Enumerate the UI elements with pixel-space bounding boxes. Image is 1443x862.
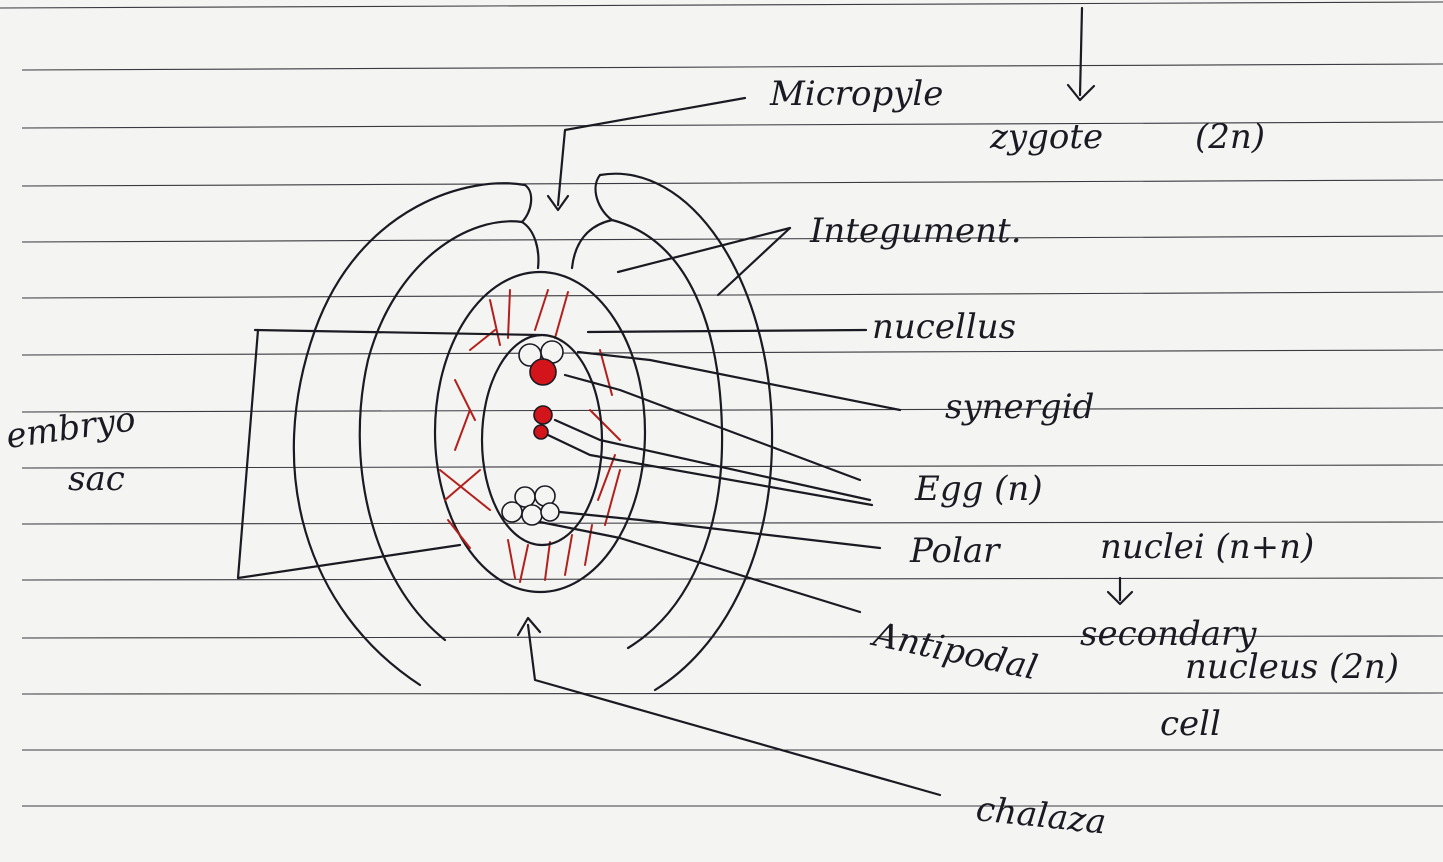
label-embryo: embryo (4, 399, 138, 457)
label-secondary-nucleus: nucleus (2n) (1185, 647, 1399, 687)
label-sac: sac (68, 459, 125, 499)
label-cell: cell (1160, 704, 1221, 744)
label-integument: Integument. (809, 211, 1022, 251)
label-chalaza: chalaza (974, 789, 1108, 842)
antipodal-cells (502, 486, 559, 525)
label-antipodal: Antipodal (867, 614, 1041, 688)
label-polar-nuclei: nuclei (n+n) (1100, 527, 1314, 567)
label-polar: Polar (909, 531, 1001, 571)
egg-cell (530, 359, 556, 385)
polar-nuclei (534, 406, 552, 439)
label-zygote-ploidy: (2n) (1195, 117, 1265, 157)
label-egg: Egg (n) (914, 469, 1043, 509)
label-micropyle: Micropyle (769, 74, 943, 114)
label-nucellus: nucellus (872, 307, 1016, 347)
label-synergid: synergid (945, 387, 1094, 427)
label-zygote: zygote (989, 117, 1103, 157)
